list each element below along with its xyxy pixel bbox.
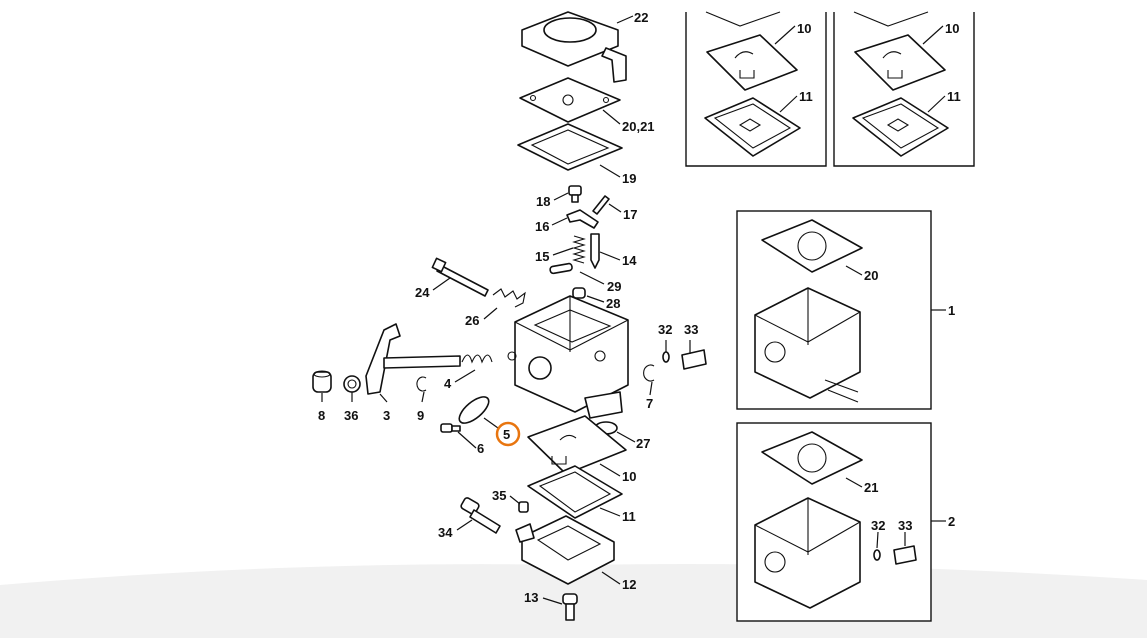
inset-b-label-10: 10 [945,21,959,36]
label-22: 22 [634,10,648,25]
needle-14 [590,233,600,269]
part-labels: 22 20,21 19 18 17 16 15 14 29 28 24 26 4… [318,10,961,605]
gasket-11 [527,465,623,519]
pin-35 [518,501,529,513]
label-7: 7 [646,396,653,411]
label-32: 32 [658,322,672,337]
screw-33 [681,349,707,370]
label-14: 14 [622,253,637,268]
label-3: 3 [383,408,390,423]
metering-cover-12 [515,515,615,585]
lever-16 [566,209,599,229]
label-13: 13 [524,590,538,605]
label-2: 2 [948,514,955,529]
label-36: 36 [344,408,358,423]
label-33: 33 [684,322,698,337]
label-35: 35 [492,488,506,503]
spring-26 [492,288,526,308]
pump-cover-22 [521,11,627,83]
label-5: 5 [503,427,510,442]
label-18: 18 [536,194,550,209]
bushing-8 [312,370,332,393]
clip-7 [643,364,655,382]
label-27: 27 [636,436,650,451]
label-6: 6 [477,441,484,456]
throttle-plate-5 [458,396,490,424]
spring-4 [461,354,493,364]
label-24: 24 [415,285,430,300]
label-19: 19 [622,171,636,186]
carburetor-body [507,295,629,419]
inset-b-label-11: 11 [947,89,961,104]
spring-15 [572,235,586,264]
label-20-21: 20,21 [622,119,655,134]
washer-32 [662,351,670,363]
label-34: 34 [438,525,453,540]
plug-28 [572,287,586,299]
screw-18 [568,185,582,203]
highlight-ring-5 [495,421,521,447]
throttle-shaft-24 [431,257,489,297]
inset-a-label-10: 10 [797,21,811,36]
label-17: 17 [623,207,637,222]
screw-34 [460,497,501,534]
label-26: 26 [465,313,479,328]
screw-13 [562,593,578,621]
inset1-label-20: 20 [864,268,878,283]
screw-6 [440,423,461,433]
diaphragm-20-21 [519,77,621,123]
inset-box-2 [736,422,932,622]
label-10: 10 [622,469,636,484]
inset-gasket-b [833,11,975,167]
washer-36 [343,375,361,393]
label-29: 29 [607,279,621,294]
label-1: 1 [948,303,955,318]
label-28: 28 [606,296,620,311]
clip-9 [416,376,427,392]
throttle-lever-3 [365,323,461,395]
gasket-19 [517,123,623,171]
label-16: 16 [535,219,549,234]
leader-lines [321,15,946,605]
label-15: 15 [535,249,549,264]
inset-gasket-a [685,11,827,167]
inset-box-1 [736,210,932,410]
inset2-label-33: 33 [898,518,912,533]
label-11: 11 [622,509,636,524]
inset2-label-32: 32 [871,518,885,533]
diaphragm-10 [527,415,627,475]
inset-a-label-11: 11 [799,89,813,104]
label-9: 9 [417,408,424,423]
label-12: 12 [622,577,636,592]
label-4: 4 [444,376,452,391]
inset2-label-21: 21 [864,480,878,495]
pin-17 [592,195,610,215]
label-8: 8 [318,408,325,423]
pin-29 [549,262,573,275]
